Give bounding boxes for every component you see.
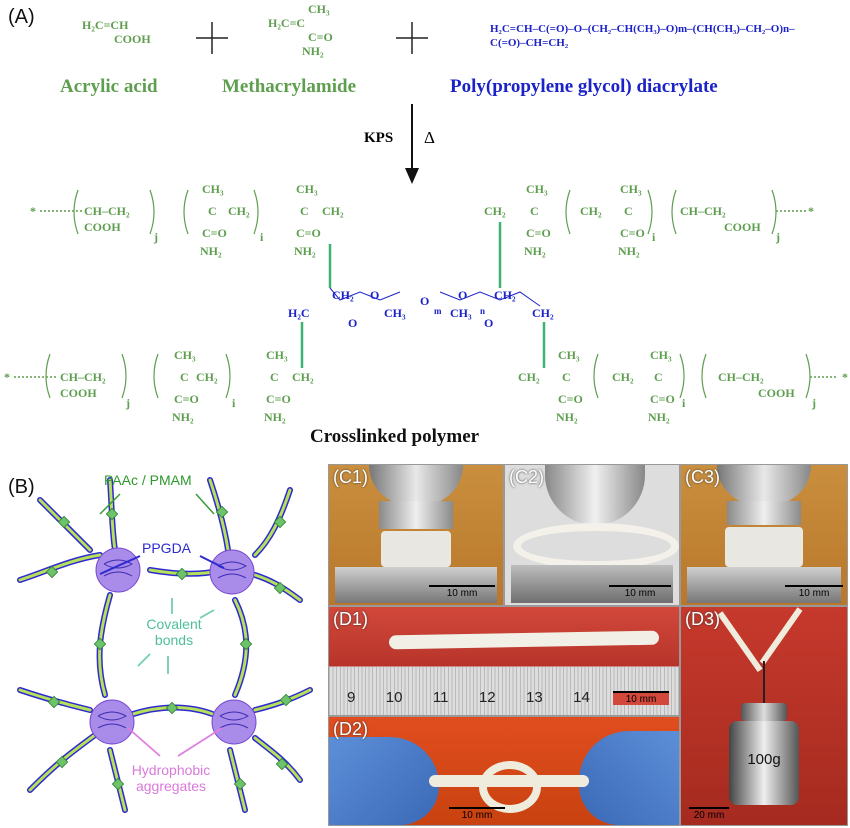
scale-bar: 10 mm	[609, 585, 671, 599]
photo-label: (C1)	[333, 467, 368, 487]
photo-label: (D1)	[333, 609, 368, 629]
methacrylamide-formula: CH₃ H₂C=C C=O NH₂	[268, 2, 333, 58]
ppgda-formula: H₂C=CH–C(=O)–O–(CH₂–CH(CH₃)–O)m–(CH(CH₃)…	[490, 23, 795, 49]
scale-bar: 10 mm	[785, 585, 843, 599]
photo-label: (C2)	[509, 467, 544, 487]
plus-sign-1	[196, 22, 228, 54]
ruler-numbers: 9 10 11 12 13 14 15	[347, 689, 637, 706]
scale-bar: 10 mm	[449, 807, 505, 821]
reaction-arrow	[405, 104, 419, 184]
photo-label: (D2)	[333, 719, 368, 739]
scale-bar: 20 mm	[689, 807, 729, 821]
weight-label: 100g	[747, 751, 781, 768]
product-label: Crosslinked polymer	[310, 426, 480, 447]
ppgda-name: Poly(propylene glycol) diacrylate	[450, 76, 718, 97]
photo-c1: (C1) 10 mm	[328, 464, 504, 606]
photo-d3: 100g (D3) 20 mm	[680, 606, 848, 826]
covalent-bonds-label: Covalent bonds	[146, 616, 202, 648]
acrylic-acid-name: Acrylic acid	[60, 76, 158, 97]
photo-d1: 9 10 11 12 13 14 15 (D1) 10 mm	[328, 606, 680, 716]
photo-label: (D3)	[685, 609, 720, 629]
acrylic-acid-formula: H₂C=CH COOH	[82, 18, 151, 46]
photo-c3: (C3) 10 mm	[680, 464, 848, 606]
photo-d2: (D2) 10 mm	[328, 716, 680, 826]
chain-label: PAAc / PMAM	[104, 472, 192, 488]
methacrylamide-name: Methacrylamide	[222, 76, 357, 97]
reaction-heat: Δ	[424, 128, 435, 147]
crosslink-lines	[14, 189, 838, 399]
network-schematic	[17, 477, 313, 813]
reaction-reagent: KPS	[364, 130, 394, 146]
photo-label: (C3)	[685, 467, 720, 487]
scale-bar: 10 mm	[613, 691, 669, 705]
ppgda-label: PPGDA	[142, 540, 192, 556]
hydrophobic-aggregates-label: Hydrophobic aggregates	[131, 762, 211, 794]
panel-b-label: (B)	[8, 476, 35, 498]
photo-c2: (C2) 10 mm	[504, 464, 680, 606]
scale-bar: 10 mm	[429, 585, 495, 599]
plus-sign-2	[396, 22, 428, 54]
panel-a-label: (A)	[8, 6, 35, 28]
